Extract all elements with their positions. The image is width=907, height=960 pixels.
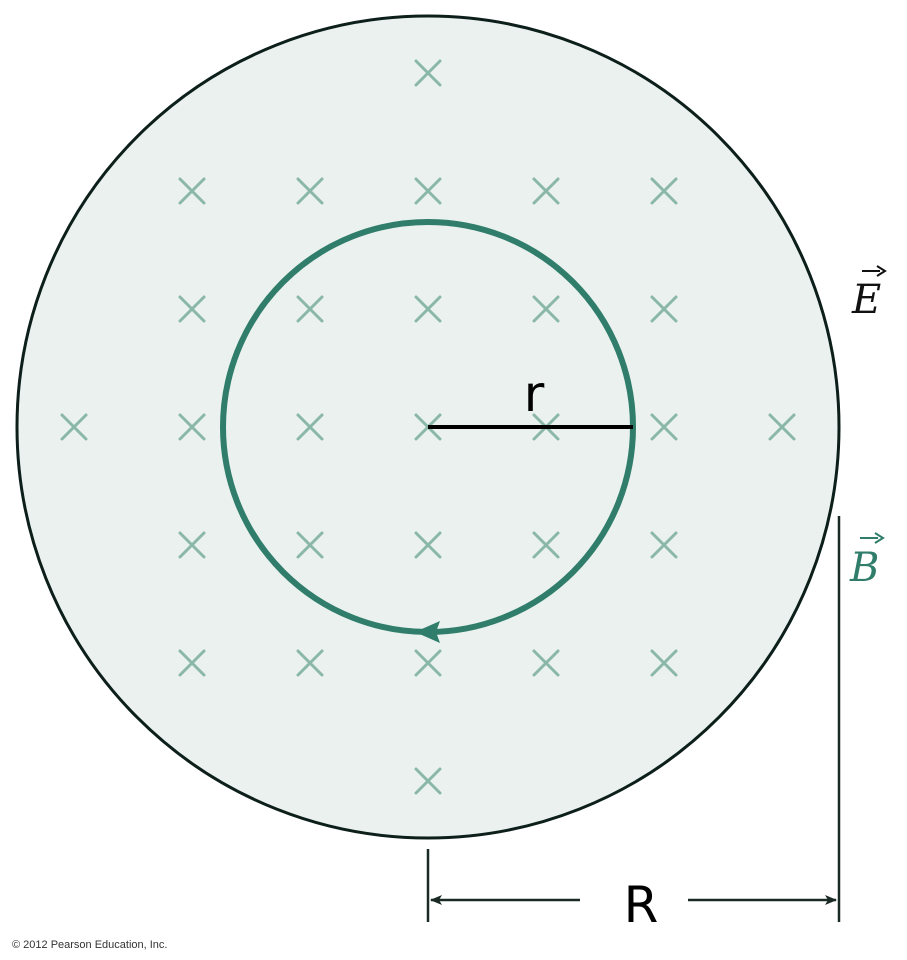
radius-r-label: r xyxy=(524,365,545,423)
cross-x-icon xyxy=(532,295,560,323)
cross-x-icon xyxy=(296,649,324,677)
cross-x-icon xyxy=(768,413,796,441)
cross-x-icon xyxy=(296,531,324,559)
cross-x-icon xyxy=(414,767,442,795)
cross-x-icon xyxy=(178,177,206,205)
cross-x-icon xyxy=(178,413,206,441)
cross-x-icon xyxy=(650,649,678,677)
loop-direction-arrowhead-icon xyxy=(415,621,440,643)
cross-x-icon xyxy=(414,295,442,323)
magnetic-field-label: B xyxy=(849,545,879,591)
cross-x-icon xyxy=(532,649,560,677)
cross-x-icon xyxy=(532,177,560,205)
cross-x-icon xyxy=(414,649,442,677)
electric-field-label: E xyxy=(851,277,881,323)
cross-x-icon xyxy=(414,177,442,205)
cross-x-icon xyxy=(650,177,678,205)
cross-x-icon xyxy=(296,413,324,441)
cross-x-icon xyxy=(178,295,206,323)
cross-x-icon xyxy=(296,177,324,205)
magnetic-field-vector-arrow-icon xyxy=(860,532,885,544)
cross-x-icon xyxy=(178,649,206,677)
cross-x-icon xyxy=(60,413,88,441)
cross-x-icon xyxy=(178,531,206,559)
copyright-text: © 2012 Pearson Education, Inc. xyxy=(12,939,167,951)
radius-R-label: R xyxy=(624,876,659,934)
cross-x-icon xyxy=(650,531,678,559)
cross-x-icon xyxy=(650,295,678,323)
cross-x-icon xyxy=(532,531,560,559)
cross-x-icon xyxy=(414,531,442,559)
cross-x-icon xyxy=(414,59,442,87)
electric-field-vector-arrow-icon xyxy=(862,265,887,277)
cross-x-icon xyxy=(296,295,324,323)
cross-x-icon xyxy=(650,413,678,441)
field-crosses xyxy=(60,59,796,795)
